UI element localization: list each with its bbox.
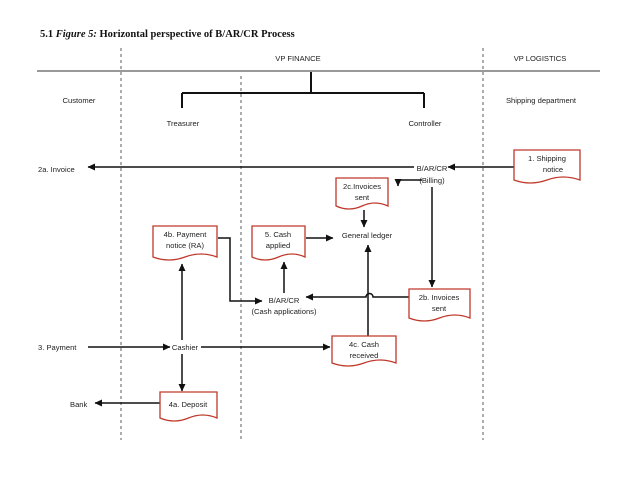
label-invoice-out: 2a. Invoice	[38, 165, 75, 174]
role-customer: Customer	[63, 96, 96, 105]
document-shipping-notice	[513, 149, 581, 184]
role-controller: Controller	[409, 119, 442, 128]
doc-cash-applied-line1: 5. Cash	[265, 230, 291, 239]
role-shipping-department: Shipping department	[506, 96, 577, 105]
role-treasurer: Treasurer	[167, 119, 200, 128]
arrow-payment-notice-to-cash-app	[218, 237, 263, 305]
doc-cash-received-line2: received	[350, 351, 379, 360]
node-billing-sub: (Billing)	[419, 176, 445, 185]
node-billing: B/AR/CR	[417, 164, 448, 173]
section-number: 5.1	[40, 29, 54, 40]
document-payment-notice	[152, 225, 218, 261]
doc-payment-notice-line2: notice (RA)	[166, 241, 204, 250]
document-invoices-sent-2b	[408, 288, 471, 322]
header-vp-logistics: VP LOGISTICS	[514, 54, 567, 63]
doc-shipping-notice-line2: notice	[543, 165, 563, 174]
doc-invoices-sent-2b-line1: 2b. Invoices	[419, 293, 460, 302]
label-bank: Bank	[70, 400, 88, 409]
document-deposit	[159, 391, 218, 422]
doc-shipping-notice-line1: 1. Shipping	[528, 154, 566, 163]
title-text: Horizontal perspective of B/AR/CR Proces…	[99, 29, 295, 40]
arrow-invoices-sent-2b-to-cash-app	[305, 292, 409, 301]
doc-invoices-sent-2b-line2: sent	[432, 304, 447, 313]
doc-invoices-sent-2c-line1: 2c.Invoices	[343, 182, 381, 191]
doc-deposit: 4a. Deposit	[169, 400, 208, 409]
node-cash-applications-sub: (Cash applications)	[252, 307, 317, 316]
page-title: 5.1 Figure 5: Horizontal perspective of …	[40, 29, 295, 40]
label-payment-in: 3. Payment	[38, 343, 77, 352]
document-cash-received	[331, 335, 397, 367]
doc-payment-notice-line1: 4b. Payment	[164, 230, 208, 239]
document-invoices-sent-2c	[335, 177, 389, 210]
header-vp-finance: VP FINANCE	[275, 54, 320, 63]
node-cash-applications: B/AR/CR	[269, 296, 300, 305]
node-cashier: Cashier	[172, 343, 199, 352]
figure-label: Figure 5:	[55, 29, 97, 40]
node-general-ledger: General ledger	[342, 231, 393, 240]
arrow-billing-to-invoices-sent-2c	[394, 179, 422, 187]
org-bracket	[181, 72, 425, 108]
doc-invoices-sent-2c-line2: sent	[355, 193, 370, 202]
doc-cash-applied-line2: applied	[266, 241, 291, 250]
document-cash-applied	[251, 225, 306, 261]
doc-cash-received-line1: 4c. Cash	[349, 340, 379, 349]
